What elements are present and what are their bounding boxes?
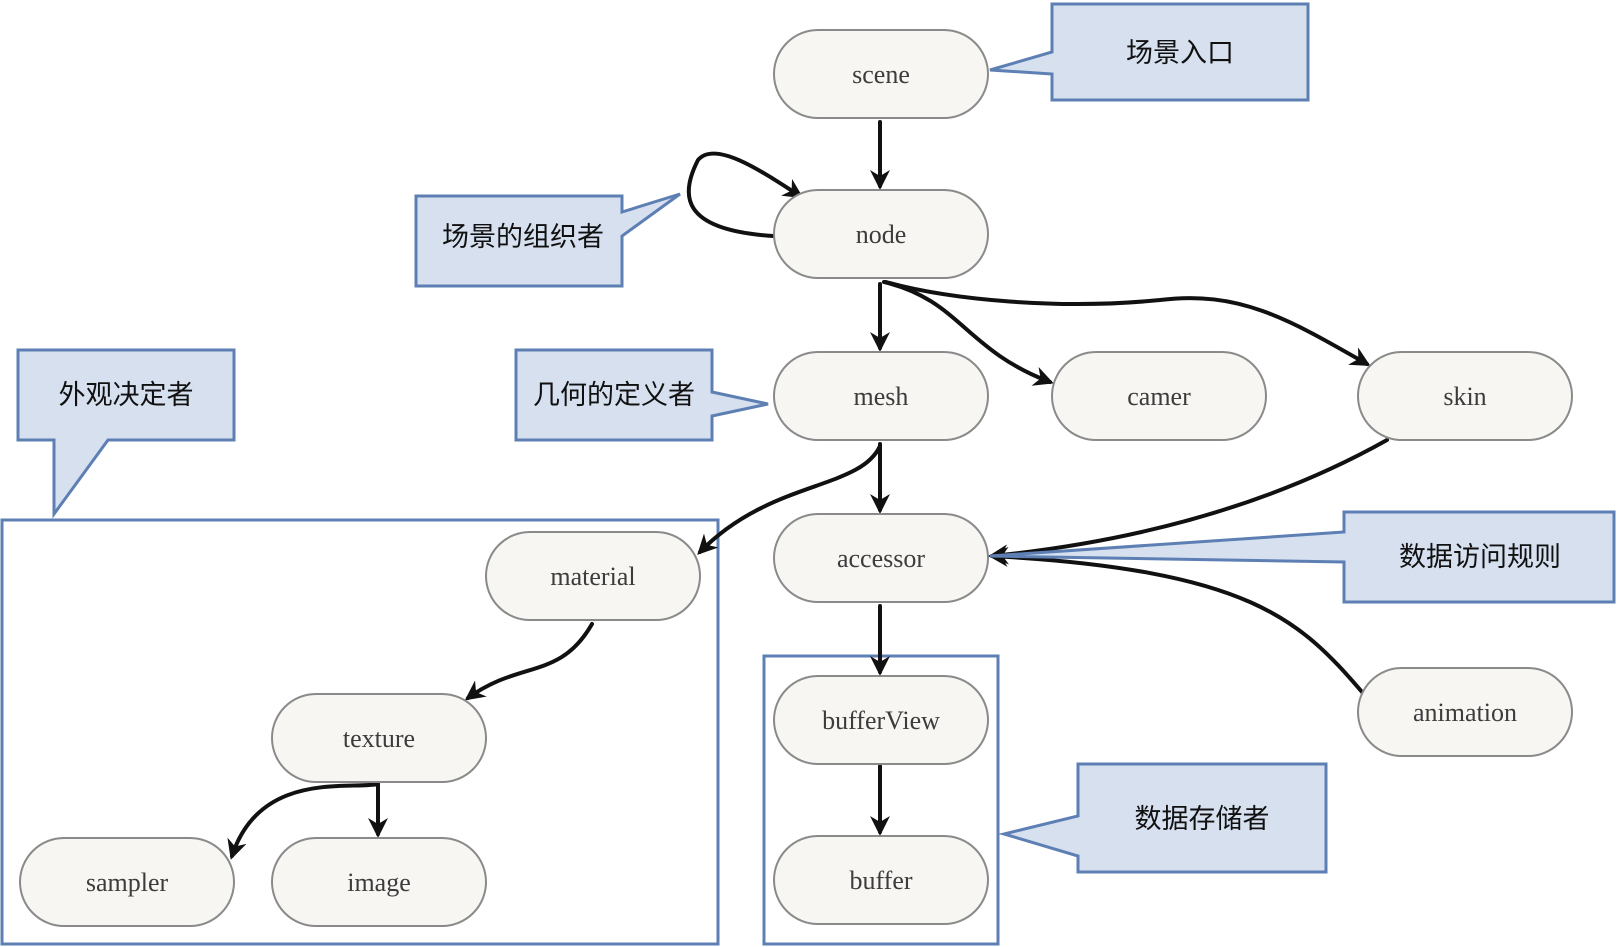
node-texture: texture	[271, 693, 487, 783]
edge-animation-accessor	[988, 546, 1364, 694]
callout-data-access-rules-text: 数据访问规则	[1399, 542, 1561, 573]
callout-geometry-definer: 几何的定义者	[514, 348, 769, 442]
node-mesh: mesh	[773, 351, 989, 441]
callout-scene-organizer: 场景的组织者	[414, 192, 681, 288]
edge-node-skin	[884, 280, 1371, 366]
node-animation: animation	[1357, 667, 1573, 757]
node-sampler: sampler	[19, 837, 235, 927]
node-buffer-label: buffer	[849, 866, 912, 895]
node-skin-label: skin	[1443, 382, 1486, 411]
node-bufferview: bufferView	[773, 675, 989, 765]
node-image: image	[271, 837, 487, 927]
edges	[227, 120, 1389, 860]
node-scene: scene	[773, 29, 989, 119]
edge-skin-accessor	[988, 438, 1389, 565]
node-skin: skin	[1357, 351, 1573, 441]
node-node-label: node	[856, 220, 907, 249]
node-camer-label: camer	[1127, 382, 1191, 411]
node-accessor: accessor	[773, 513, 989, 603]
callout-appearance-decider: 外观决定者	[16, 348, 236, 519]
node-sampler-label: sampler	[86, 868, 169, 897]
edge-node-camer	[882, 280, 1054, 386]
callout-scene-entry-text: 场景入口	[1126, 38, 1234, 69]
node-material-label: material	[550, 562, 635, 591]
node-animation-label: animation	[1413, 698, 1517, 727]
callout-scene-organizer-text: 场景的组织者	[442, 222, 604, 253]
node-camer: camer	[1051, 351, 1267, 441]
callout-appearance-decider-text: 外观决定者	[59, 380, 194, 411]
edge-mesh-material	[697, 444, 882, 555]
edge-node-self-loop	[686, 151, 804, 238]
callout-data-storer: 数据存储者	[998, 762, 1328, 874]
node-mesh-label: mesh	[854, 382, 909, 411]
callout-data-storer-text: 数据存储者	[1135, 804, 1270, 835]
callout-scene-entry: 场景入口	[989, 2, 1310, 102]
node-buffer: buffer	[773, 835, 989, 925]
node-image-label: image	[347, 868, 411, 897]
node-material: material	[485, 531, 701, 621]
node-node: node	[773, 189, 989, 279]
node-bufferview-label: bufferView	[822, 706, 940, 735]
edge-material-texture	[464, 622, 594, 701]
callout-data-access-rules: 数据访问规则	[989, 510, 1616, 604]
appearance-group-box	[0, 518, 720, 946]
node-texture-label: texture	[343, 724, 415, 753]
callout-geometry-definer-text: 几何的定义者	[533, 380, 695, 411]
node-scene-label: scene	[852, 60, 910, 89]
edge-texture-sampler	[227, 782, 380, 860]
node-accessor-label: accessor	[837, 544, 925, 573]
